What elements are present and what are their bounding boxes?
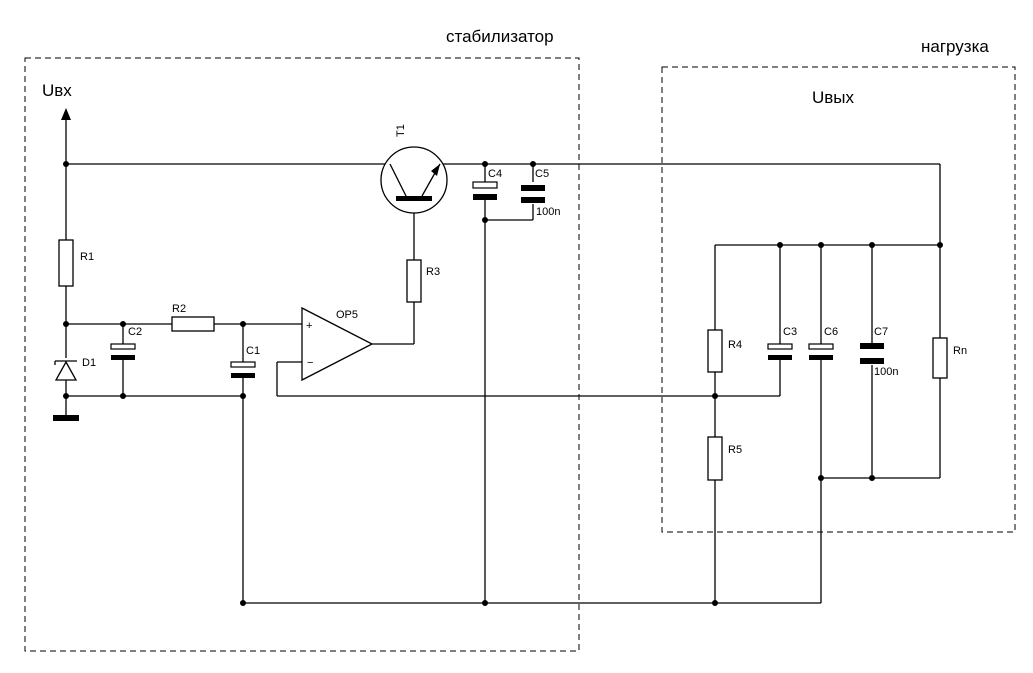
label-rn: Rn <box>953 345 967 357</box>
label-c4: C4 <box>488 168 502 180</box>
capacitor-c3 <box>767 343 793 360</box>
zener-diode-d1 <box>54 360 78 381</box>
label-c7: C7 <box>874 326 888 338</box>
transistor-t1 <box>380 146 448 214</box>
label-c2: C2 <box>128 326 142 338</box>
opamp-plus-sign: + <box>306 320 312 332</box>
stabilizer-block-outline <box>24 57 580 652</box>
label-c5: C5 <box>535 168 549 180</box>
load-block-outline <box>661 66 1016 533</box>
capacitor-c2 <box>110 343 136 360</box>
input-voltage-label: Uвх <box>42 81 72 100</box>
label-r5: R5 <box>728 444 742 456</box>
value-c5: 100n <box>536 206 560 218</box>
resistor-r4 <box>707 329 723 373</box>
resistor-r1 <box>58 239 74 287</box>
opamp-minus-sign: − <box>307 357 313 369</box>
label-t1: T1 <box>395 124 407 137</box>
load-block-label: нагрузка <box>921 37 989 56</box>
capacitor-c6 <box>808 343 834 360</box>
resistor-rn <box>932 337 948 379</box>
label-op5: OP5 <box>336 309 358 321</box>
label-r1: R1 <box>80 251 94 263</box>
value-c7: 100n <box>874 366 898 378</box>
resistor-r3 <box>406 259 422 303</box>
capacitor-c7 <box>860 343 884 364</box>
resistor-r2 <box>171 316 215 332</box>
capacitor-c1 <box>230 361 256 378</box>
output-voltage-label: Uвых <box>812 88 855 107</box>
label-r4: R4 <box>728 339 742 351</box>
label-c6: C6 <box>824 326 838 338</box>
label-c1: C1 <box>246 345 260 357</box>
junction-dots <box>63 161 943 606</box>
label-r3: R3 <box>426 266 440 278</box>
stabilizer-block-label: стабилизатор <box>446 27 554 46</box>
input-terminal <box>61 108 71 164</box>
wires <box>65 163 941 604</box>
capacitor-c4 <box>472 181 498 200</box>
ground-symbol <box>53 415 79 421</box>
label-d1: D1 <box>82 357 96 369</box>
label-c3: C3 <box>783 326 797 338</box>
opamp-op5 <box>301 306 374 382</box>
capacitor-c5 <box>521 185 545 203</box>
label-r2: R2 <box>172 303 186 315</box>
resistor-r5 <box>707 436 723 481</box>
